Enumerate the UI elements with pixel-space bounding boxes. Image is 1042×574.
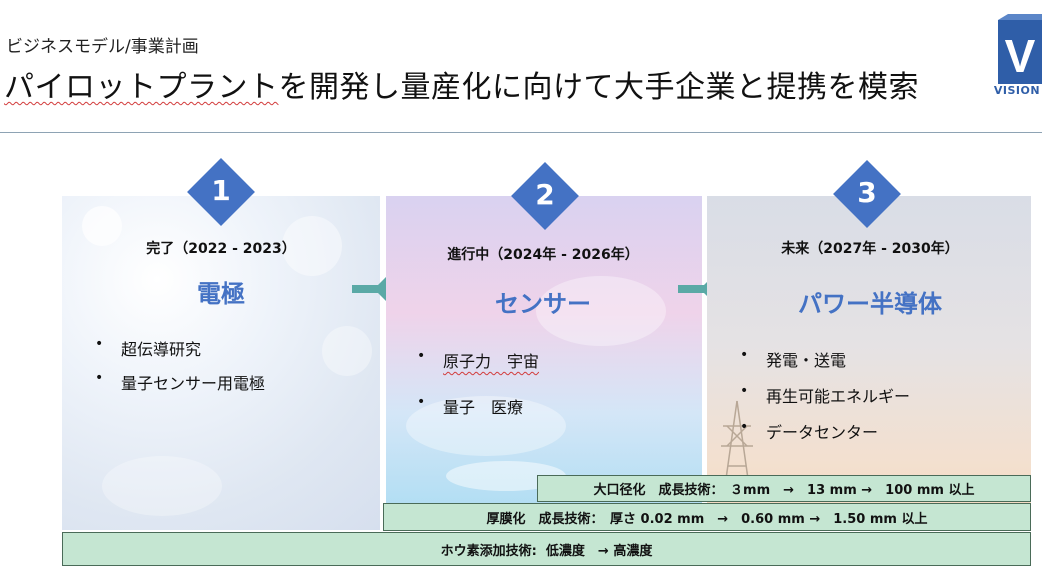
list-item: 量子 医療	[417, 394, 539, 418]
tech-bar-thickness: 厚膜化 成長技術： 厚さ 0.02 mm → 0.60 mm → 1.50 mm…	[383, 503, 1031, 531]
phase-status: 未来（2027年 - 2030年）	[781, 241, 959, 257]
list-item: 量子センサー用電極	[95, 370, 265, 394]
list-item: 発電・送電	[740, 347, 910, 371]
phase-number: 3	[857, 176, 877, 209]
phase-bullet-list: 超伝導研究 量子センサー用電極	[95, 336, 265, 394]
page-title: パイロットプラントを開発し量産化に向けて大手企業と提携を模索	[4, 62, 919, 106]
phase-panel-1	[62, 196, 380, 530]
phase-bullet-list: 発電・送電 再生可能エネルギー データセンター	[740, 347, 910, 443]
phase-number: 1	[211, 174, 231, 207]
bokeh-decoration	[322, 326, 372, 376]
list-item: 再生可能エネルギー	[740, 383, 910, 407]
phase-status: 進行中（2024年 - 2026年）	[447, 247, 639, 263]
tech-bar-boron-doping: ホウ素添加技術: 低濃度 → 高濃度	[62, 532, 1031, 566]
cloud-decoration	[536, 276, 666, 346]
list-item: データセンター	[740, 419, 910, 443]
title-rest: を開発し量産化に向けて大手企業と提携を模索	[278, 70, 919, 105]
phase-status: 完了（2022 - 2023）	[146, 241, 296, 257]
list-item-text: 原子力 宇宙	[443, 352, 540, 371]
bokeh-decoration	[102, 456, 222, 516]
tech-bar-diameter: 大口径化 成長技術： ３mm → 13 mm → 100 mm 以上	[537, 475, 1031, 502]
phase-heading: センサー	[495, 290, 591, 318]
list-item: 原子力 宇宙	[417, 348, 539, 372]
vision-logo-icon: V	[998, 14, 1042, 84]
bokeh-decoration	[282, 216, 342, 276]
phase-number: 2	[535, 178, 555, 211]
logo-label: VISION	[993, 84, 1041, 97]
title-highlight: パイロットプラント	[4, 70, 279, 105]
logo-letter: V	[1005, 30, 1036, 82]
phase-heading: パワー半導体	[798, 290, 942, 318]
bokeh-decoration	[82, 206, 122, 246]
phase-bullet-list: 原子力 宇宙 量子 医療	[417, 348, 539, 418]
header-divider	[0, 132, 1042, 133]
list-item: 超伝導研究	[95, 336, 265, 360]
phase-heading: 電極	[197, 280, 245, 308]
section-subtitle: ビジネスモデル/事業計画	[6, 37, 199, 57]
